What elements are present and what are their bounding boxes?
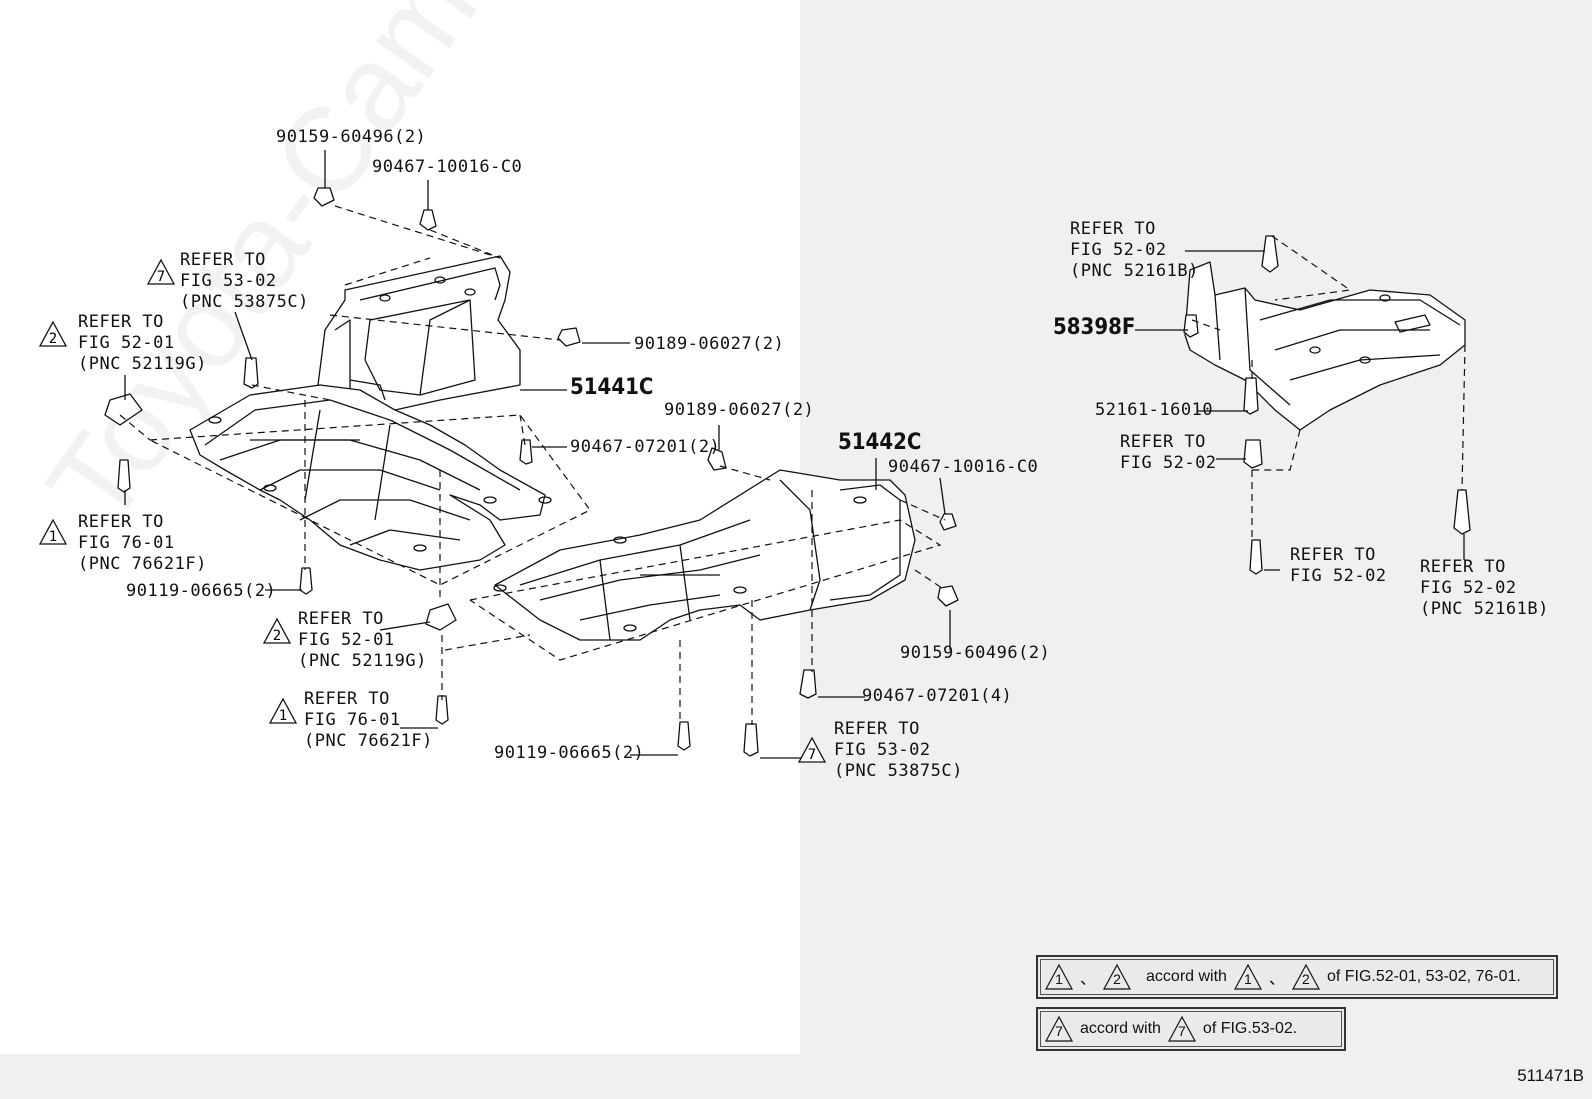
part-58398f-shape	[1184, 261, 1466, 431]
label-90159-60496-top: 90159-60496(2)	[276, 127, 427, 147]
refer-line: FIG 52-02	[1290, 566, 1387, 586]
refer-line: REFER TO	[1290, 545, 1376, 565]
legend-triangle-1: 1	[1044, 963, 1074, 991]
svg-text:1: 1	[279, 708, 287, 724]
triangle-marker-7-top: 7	[146, 258, 176, 285]
legend-triangle-1b: 1	[1233, 963, 1263, 991]
legend-box-2: 7 accord with 7 of FIG.53-02.	[1036, 1007, 1346, 1051]
triangle-marker-2-mid: 2	[262, 617, 292, 644]
refer-line: (PNC 52161B)	[1070, 261, 1199, 281]
left-under-cover-shape	[189, 384, 552, 571]
refer-line: FIG 76-01	[78, 533, 175, 553]
label-51442c: 51442C	[838, 430, 922, 455]
legend-box-1: 1 、 2 accord with 1 、 2 of FIG.52-01, 53…	[1036, 955, 1558, 999]
label-90467-10016-c0-right: 90467-10016-C0	[888, 457, 1039, 477]
refer-line: (PNC 52119G)	[298, 651, 427, 671]
refer-line: (PNC 52161B)	[1420, 599, 1549, 619]
label-58398f: 58398F	[1053, 315, 1136, 340]
refer-line: REFER TO	[304, 689, 390, 709]
label-90119-06665-left: 90119-06665(2)	[126, 581, 277, 601]
part-51441c-shape	[317, 255, 521, 411]
refer-line: REFER TO	[78, 512, 164, 532]
legend-accord-with: accord with	[1080, 1020, 1161, 1037]
part-51442c-shape	[493, 469, 916, 641]
svg-text:1: 1	[49, 529, 57, 545]
svg-text:2: 2	[49, 331, 57, 347]
fastener-icons	[104, 187, 1471, 757]
refer-line: FIG 52-02	[1070, 240, 1167, 260]
refer-line: (PNC 53875C)	[180, 292, 309, 312]
label-90189-06027-top: 90189-06027(2)	[634, 334, 785, 354]
leader-lines	[124, 150, 1465, 759]
triangle-marker-7-bottom: 7	[797, 736, 827, 763]
triangle-marker-1-left: 1	[38, 518, 68, 545]
label-51441c: 51441C	[570, 375, 654, 400]
refer-line: REFER TO	[1070, 219, 1156, 239]
refer-line: REFER TO	[298, 609, 384, 629]
label-90467-07201-a: 90467-07201(2)	[570, 437, 721, 457]
refer-line: REFER TO	[1120, 432, 1206, 452]
svg-text:2: 2	[273, 628, 281, 644]
legend-triangle-2: 2	[1102, 963, 1132, 991]
refer-line: (PNC 53875C)	[834, 761, 963, 781]
label-90467-07201-b: 90467-07201(4)	[862, 686, 1013, 706]
label-90467-10016-c0-top: 90467-10016-C0	[372, 157, 523, 177]
label-52161-16010: 52161-16010	[1095, 400, 1214, 420]
refer-line: REFER TO	[180, 250, 266, 270]
label-90189-06027-mid: 90189-06027(2)	[664, 400, 815, 420]
assembly-lines	[119, 205, 1466, 725]
refer-line: (PNC 76621F)	[78, 554, 207, 574]
refer-line: FIG 53-02	[180, 271, 277, 291]
svg-text:7: 7	[808, 747, 816, 763]
refer-line: REFER TO	[834, 719, 920, 739]
refer-line: FIG 52-01	[78, 333, 175, 353]
legend-triangle-7b: 7	[1167, 1015, 1197, 1043]
refer-line: FIG 53-02	[834, 740, 931, 760]
legend-accord-with: accord with	[1146, 968, 1227, 985]
refer-line: FIG 76-01	[304, 710, 401, 730]
legend-line2-suffix: of FIG.53-02.	[1202, 1020, 1298, 1037]
svg-text:7: 7	[157, 269, 165, 285]
figure-number: 511471B	[1517, 1066, 1584, 1085]
triangle-marker-1-mid: 1	[268, 697, 298, 724]
refer-line: FIG 52-02	[1420, 578, 1517, 598]
legend-separator: 、	[1080, 971, 1097, 988]
diagram-background-bottom	[0, 1054, 1592, 1099]
legend-triangle-2b: 2	[1291, 963, 1321, 991]
legend-triangle-7: 7	[1044, 1015, 1074, 1043]
triangle-marker-2-left: 2	[38, 320, 68, 347]
refer-line: (PNC 76621F)	[304, 731, 433, 751]
label-90119-06665-mid: 90119-06665(2)	[494, 743, 645, 763]
refer-line: (PNC 52119G)	[78, 354, 207, 374]
refer-line: REFER TO	[78, 312, 164, 332]
legend-separator: 、	[1268, 971, 1285, 988]
refer-line: REFER TO	[1420, 557, 1506, 577]
refer-line: FIG 52-02	[1120, 453, 1217, 473]
label-90159-60496-right: 90159-60496(2)	[900, 643, 1051, 663]
refer-line: FIG 52-01	[298, 630, 395, 650]
legend-line1-suffix: of FIG.52-01, 53-02, 76-01.	[1326, 968, 1521, 985]
